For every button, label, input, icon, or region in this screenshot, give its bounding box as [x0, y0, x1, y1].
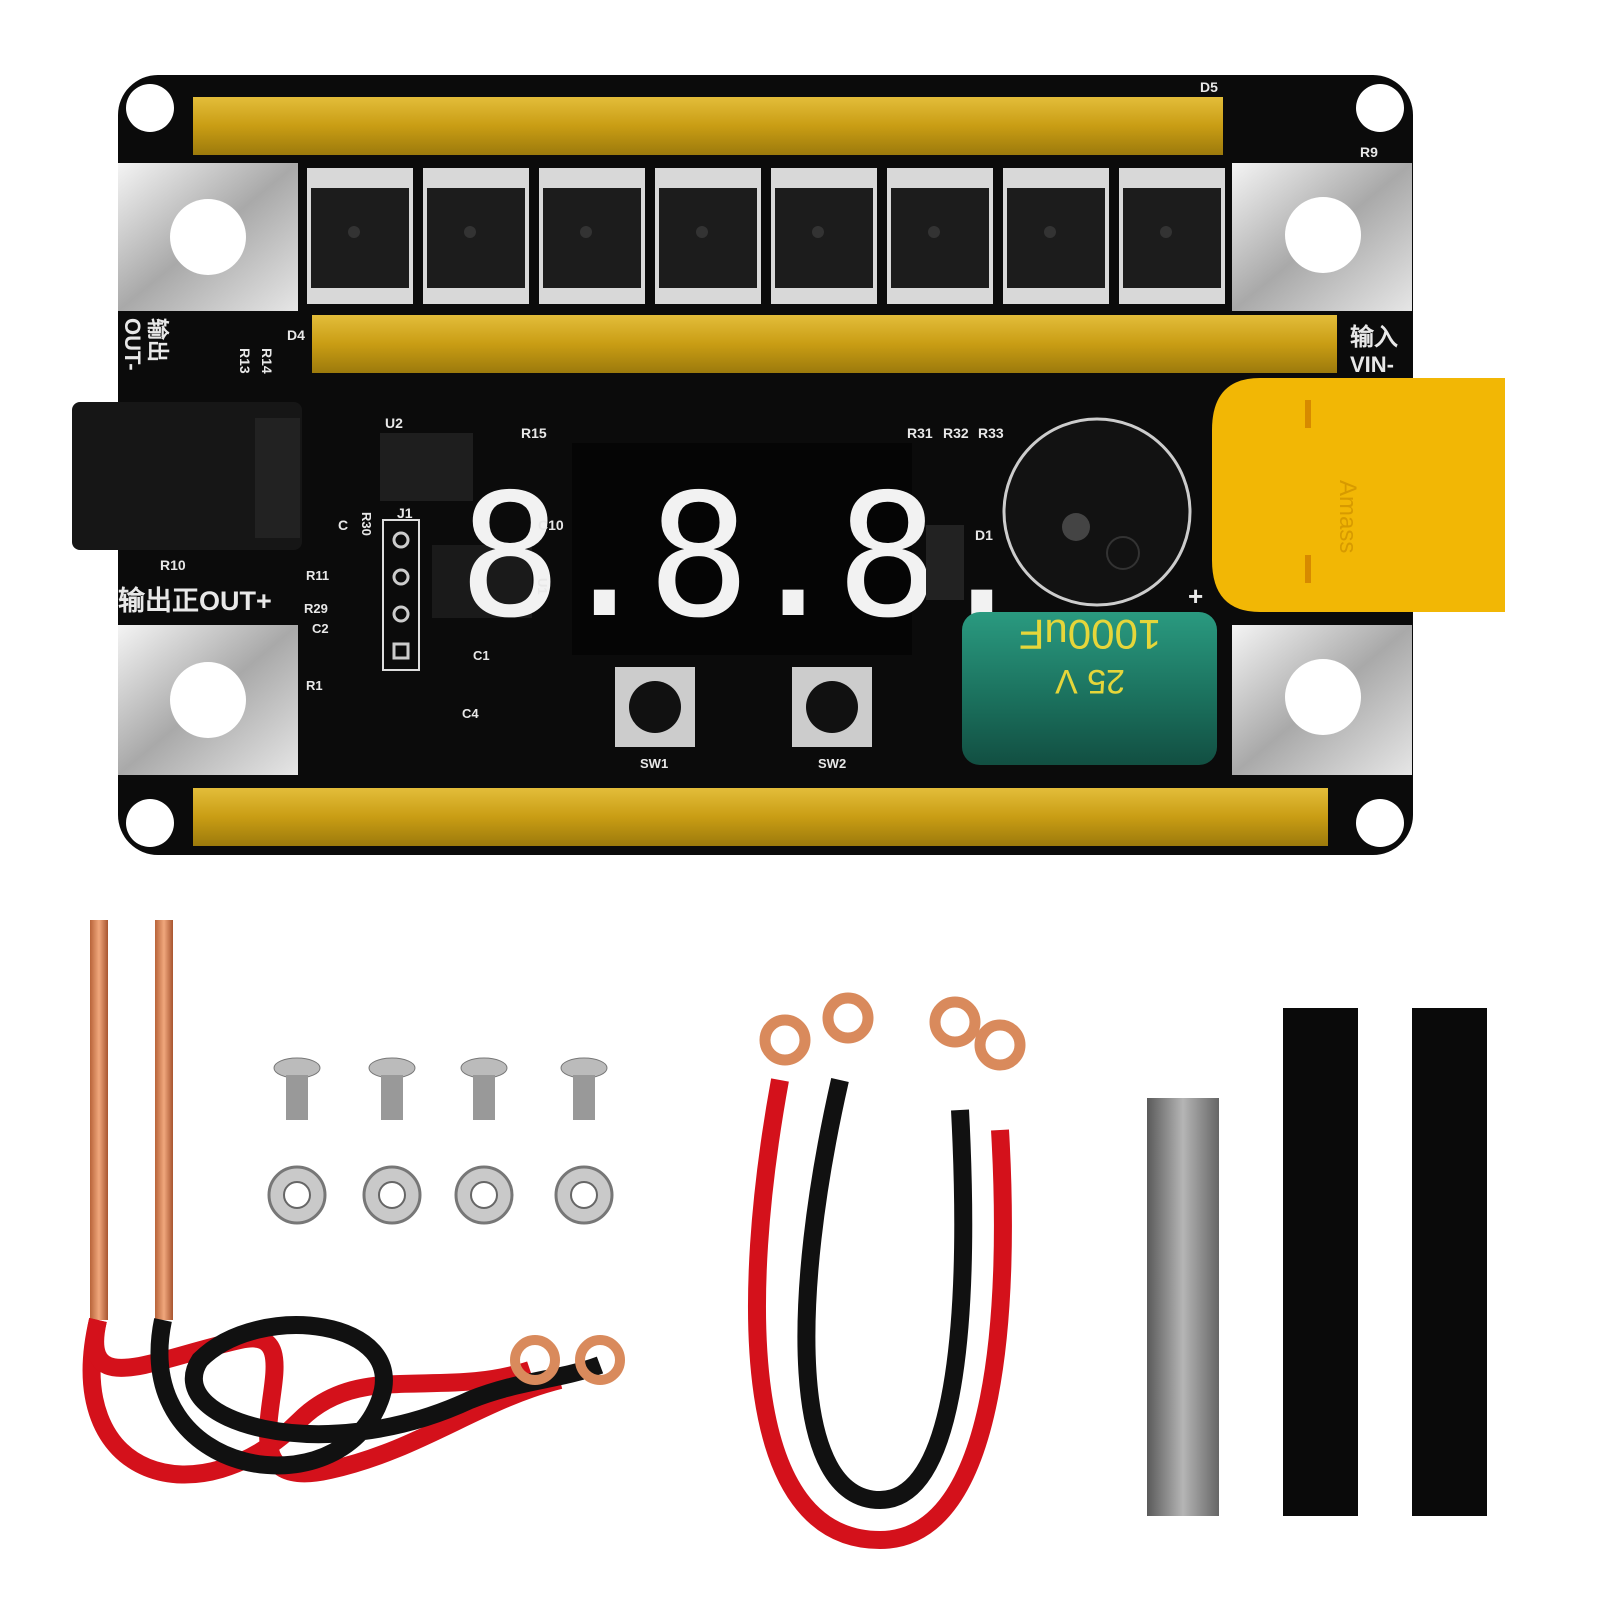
copper-bar-top: [193, 97, 1223, 155]
battery-cables: [748, 992, 1026, 1550]
svg-text:R32: R32: [943, 425, 969, 441]
svg-text:U1: U1: [535, 578, 550, 595]
mosfet: [1003, 168, 1109, 304]
mosfet: [307, 168, 413, 304]
svg-text:OUT-: OUT-: [120, 318, 145, 371]
welding-pen-cables: [82, 920, 625, 1484]
svg-text:R33: R33: [978, 425, 1004, 441]
seven-segment-display: [572, 443, 912, 655]
mosfet: [1119, 168, 1225, 304]
svg-text:R13: R13: [237, 348, 253, 374]
svg-text:D4: D4: [287, 327, 305, 343]
nut: [267, 1165, 327, 1225]
svg-text:1000uF: 1000uF: [1019, 611, 1161, 658]
svg-text:D1: D1: [975, 527, 993, 543]
buzzer: [1002, 417, 1192, 607]
header-j1: [382, 519, 420, 671]
svg-text:R11: R11: [306, 568, 329, 583]
svg-text:Amass: Amass: [1334, 480, 1361, 553]
svg-text:R15: R15: [521, 425, 547, 441]
screw: [560, 1057, 608, 1120]
mount-hole: [126, 84, 174, 132]
mount-hole: [1356, 84, 1404, 132]
chip-u1: [432, 545, 532, 618]
nut: [362, 1165, 422, 1225]
mosfet-row: [307, 168, 1225, 304]
chip-u2: [380, 433, 473, 501]
mosfet: [771, 168, 877, 304]
mosfet: [539, 168, 645, 304]
screws: [267, 1057, 614, 1225]
svg-text:R9: R9: [1360, 144, 1378, 160]
silkscreen-labels: D5 R9 输出 OUT- R13 R14 D4 U2 R15 C10 C R3…: [118, 79, 1398, 771]
mosfet: [887, 168, 993, 304]
nut: [554, 1165, 614, 1225]
terminal-pads: [118, 163, 1412, 775]
svg-text:+: +: [1188, 581, 1203, 611]
svg-text:R30: R30: [359, 512, 374, 536]
screw: [368, 1057, 416, 1120]
svg-text:U2: U2: [385, 415, 403, 431]
mount-hole: [1356, 799, 1404, 847]
xt60-connector: Amass: [1212, 378, 1505, 612]
nut: [454, 1165, 514, 1225]
copper-bar-middle: [312, 315, 1337, 373]
copper-bar-bottom: [193, 788, 1328, 846]
mosfet: [423, 168, 529, 304]
svg-text:R1: R1: [306, 678, 323, 693]
dc-jack: [72, 402, 302, 550]
svg-text:C4: C4: [462, 706, 479, 721]
svg-text:25 V: 25 V: [1055, 662, 1125, 700]
svg-text:C10: C10: [538, 517, 564, 533]
svg-text:SW2: SW2: [818, 756, 846, 771]
mosfet: [655, 168, 761, 304]
svg-text:C: C: [338, 517, 348, 533]
svg-text:R14: R14: [259, 348, 275, 374]
heat-shrink-tube: [1283, 1008, 1358, 1516]
heat-shrink-tube: [1412, 1008, 1487, 1516]
pcb-board: 8.8.8. 25 V 1000uF Amass D5: [72, 75, 1505, 855]
diode-d1: [926, 525, 964, 600]
svg-text:D5: D5: [1200, 79, 1218, 95]
svg-text:C2: C2: [312, 621, 329, 636]
svg-text:J1: J1: [397, 505, 413, 521]
svg-text:R31: R31: [907, 425, 933, 441]
mount-hole: [126, 799, 174, 847]
capacitor: 25 V 1000uF: [962, 611, 1217, 765]
nickel-strip: [1147, 1098, 1219, 1516]
svg-text:输出正OUT+: 输出正OUT+: [118, 585, 272, 616]
svg-text:C1: C1: [473, 648, 490, 663]
svg-text:R29: R29: [304, 601, 328, 616]
screw: [273, 1057, 321, 1120]
svg-text:R10: R10: [160, 557, 186, 573]
svg-text:VIN-: VIN-: [1350, 352, 1394, 377]
screw: [460, 1057, 508, 1120]
svg-text:输出: 输出: [145, 318, 170, 362]
svg-text:输入: 输入: [1350, 323, 1398, 351]
svg-text:SW1: SW1: [640, 756, 668, 771]
